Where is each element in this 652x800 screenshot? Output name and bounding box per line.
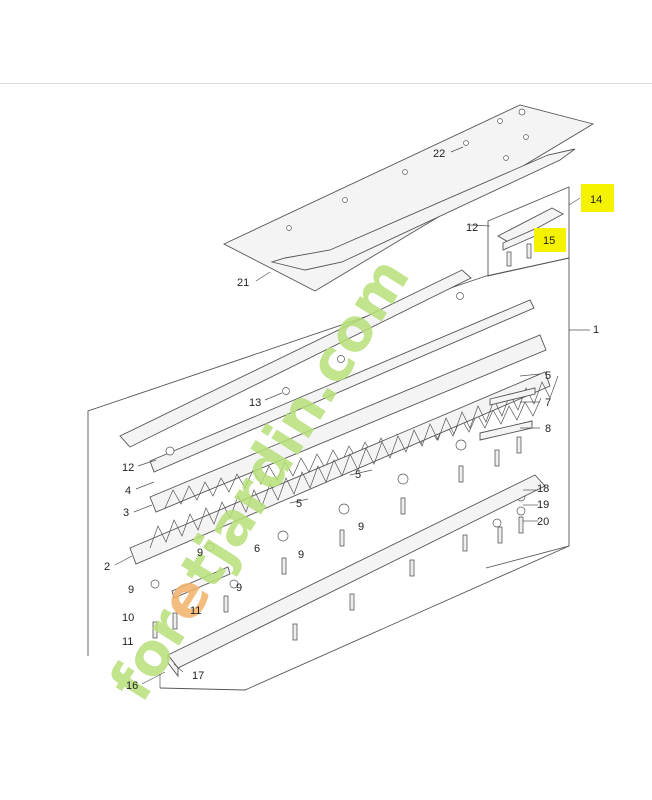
label-2: 2 bbox=[104, 561, 110, 573]
label-5-mid: 5 bbox=[355, 469, 361, 481]
label-20: 20 bbox=[537, 516, 549, 528]
label-19: 19 bbox=[537, 499, 549, 511]
highlight-14 bbox=[581, 184, 614, 212]
label-3: 3 bbox=[123, 507, 129, 519]
svg-text:foretjardin.com: foretjardin.com bbox=[96, 246, 423, 713]
blade-21 bbox=[270, 148, 576, 271]
label-5-left: 5 bbox=[296, 498, 302, 510]
plate-8 bbox=[479, 420, 533, 441]
label-9-e: 9 bbox=[236, 582, 242, 594]
lower-frame bbox=[159, 545, 570, 691]
plate-10 bbox=[171, 566, 231, 599]
assembly-frame-1 bbox=[87, 257, 590, 656]
label-18: 18 bbox=[537, 483, 549, 495]
leader-lines bbox=[114, 146, 581, 685]
label-10: 10 bbox=[122, 612, 134, 624]
label-14: 14 bbox=[590, 194, 602, 206]
label-12-bottom: 12 bbox=[122, 462, 134, 474]
label-9-d: 9 bbox=[128, 584, 134, 596]
label-1: 1 bbox=[593, 324, 599, 336]
label-6: 6 bbox=[254, 543, 260, 555]
label-15: 15 bbox=[543, 235, 555, 247]
label-8: 8 bbox=[545, 423, 551, 435]
label-9-b: 9 bbox=[197, 547, 203, 559]
label-16: 16 bbox=[126, 680, 138, 692]
blade-2 bbox=[129, 371, 559, 565]
label-4: 4 bbox=[125, 485, 131, 497]
top-divider bbox=[0, 83, 652, 84]
label-9-a: 9 bbox=[358, 521, 364, 533]
label-11-left: 11 bbox=[122, 636, 133, 648]
watermark-part-2: tjardin.com bbox=[167, 246, 423, 600]
bar-13 bbox=[119, 269, 472, 448]
label-13: 13 bbox=[249, 397, 261, 409]
bar-4 bbox=[149, 299, 535, 473]
highlight-15 bbox=[534, 228, 566, 252]
bar-16 bbox=[167, 474, 546, 678]
cover-plate-22 bbox=[222, 104, 595, 292]
part-labels: 22 21 12 14 15 1 13 12 4 3 2 5 5 5 7 8 9… bbox=[104, 148, 602, 692]
label-9-c: 9 bbox=[298, 549, 304, 561]
plate-7 bbox=[489, 387, 536, 406]
label-5-right: 5 bbox=[545, 370, 551, 382]
box-14 bbox=[487, 186, 570, 277]
label-21: 21 bbox=[237, 277, 249, 289]
bolts bbox=[152, 436, 524, 641]
label-11-right: 11 bbox=[190, 605, 201, 617]
label-12-top: 12 bbox=[466, 222, 478, 234]
label-7: 7 bbox=[545, 397, 551, 409]
label-17: 17 bbox=[192, 670, 204, 682]
label-22: 22 bbox=[433, 148, 445, 160]
